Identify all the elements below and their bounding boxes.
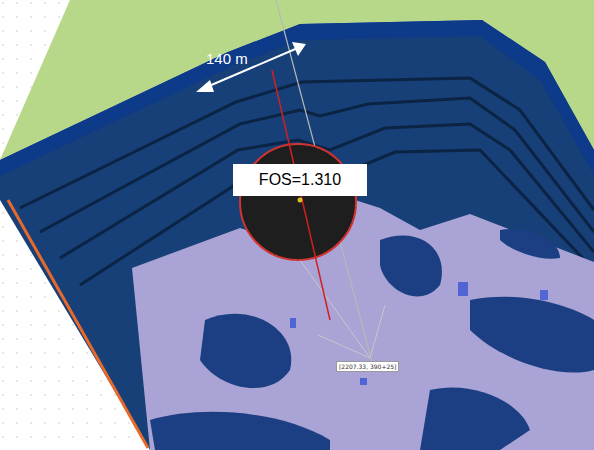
coordinate-tag: [2207.33, 390+25]	[336, 361, 399, 372]
pit-walls	[0, 20, 594, 450]
failure-surface	[240, 144, 356, 260]
node-text: FOS=1.310	[259, 171, 341, 189]
factor-of-safety-box: FOS=1.310	[233, 164, 367, 196]
node-text: [2207.33, 390+25]	[339, 363, 396, 370]
centre-dot	[298, 198, 303, 203]
failure-mesh	[240, 144, 356, 260]
pit-floor	[132, 192, 594, 450]
leader-lines	[300, 260, 385, 358]
dimension-arrow	[196, 42, 306, 92]
dimension-label: 140 m	[206, 50, 248, 67]
section-edge	[8, 200, 148, 448]
floor-specks	[290, 282, 548, 385]
floor-patches	[150, 229, 594, 450]
